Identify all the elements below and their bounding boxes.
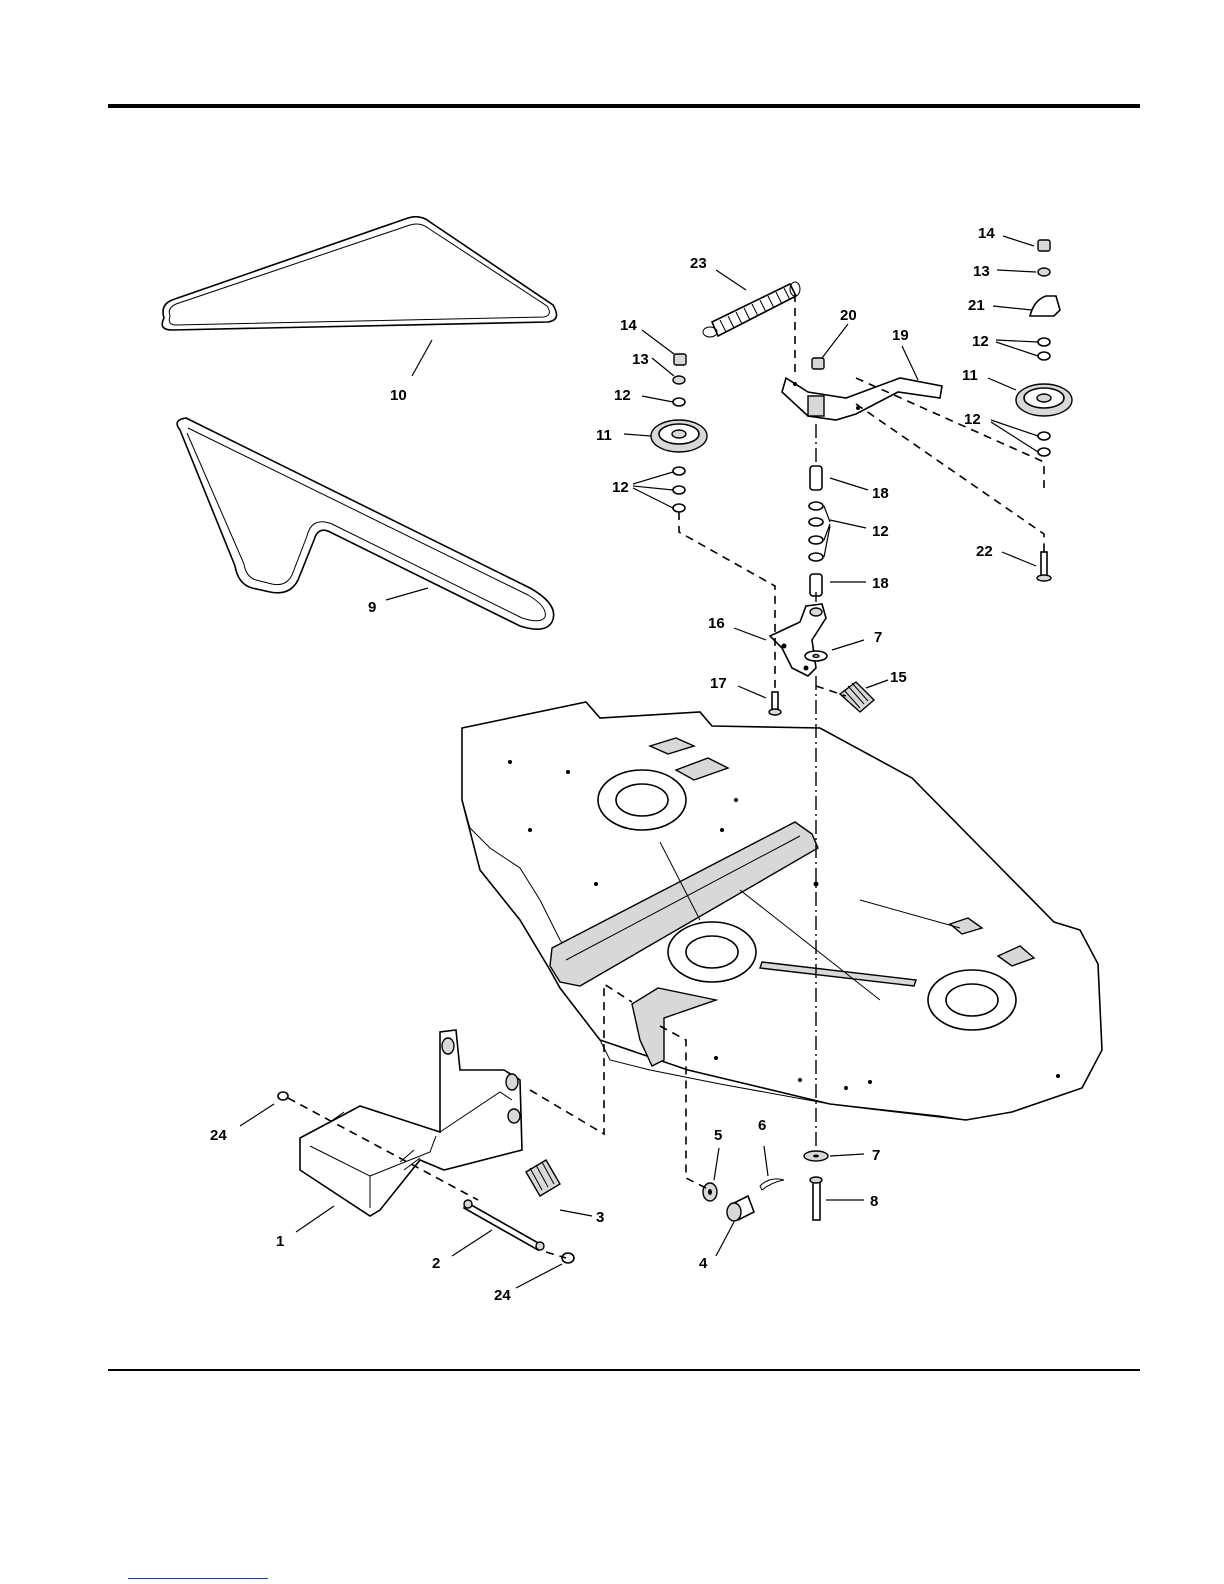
bolt-8: [810, 1177, 822, 1220]
callout-24-left: 24: [210, 1127, 227, 1144]
pin-4: [727, 1196, 754, 1221]
washer-7-upper: [805, 651, 827, 661]
callout-8: 8: [870, 1193, 878, 1210]
callout-20: 20: [840, 307, 857, 324]
spring-23: [703, 282, 800, 337]
callout-3: 3: [596, 1209, 604, 1226]
idler-arm-19: [782, 378, 942, 420]
belt-9: [177, 418, 554, 629]
rod-2: [464, 1200, 544, 1250]
callout-12-left-bottom: 12: [612, 479, 629, 496]
callout-10: 10: [390, 387, 407, 404]
right-idler-stack: [1016, 240, 1072, 456]
callout-15: 15: [890, 669, 907, 686]
nut-20: [812, 358, 824, 369]
callout-14-left: 14: [620, 317, 637, 334]
washer-5: [703, 1183, 717, 1201]
pin-22: [1037, 552, 1051, 581]
callout-2: 2: [432, 1255, 440, 1272]
callout-12-center: 12: [872, 523, 889, 540]
callout-12-left-top: 12: [614, 387, 631, 404]
bracket-16: [770, 604, 826, 676]
callout-9: 9: [368, 599, 376, 616]
spring-3: [526, 1160, 560, 1196]
callout-22: 22: [976, 543, 993, 560]
callout-14-right: 14: [978, 225, 995, 242]
callout-24-bottom: 24: [494, 1287, 511, 1304]
callout-13-left: 13: [632, 351, 649, 368]
callout-12-right-top: 12: [972, 333, 989, 350]
callout-1: 1: [276, 1233, 284, 1250]
callout-5: 5: [714, 1127, 722, 1144]
clip-6: [760, 1179, 784, 1190]
callout-6: 6: [758, 1117, 766, 1134]
callout-7-upper: 7: [874, 629, 882, 646]
callout-23: 23: [690, 255, 707, 272]
washer-7-lower: [804, 1151, 828, 1161]
callout-17: 17: [710, 675, 727, 692]
callout-7-lower: 7: [872, 1147, 880, 1164]
callout-18-lower: 18: [872, 575, 889, 592]
callout-11-left: 11: [596, 427, 612, 444]
callout-11-right: 11: [962, 367, 978, 384]
callout-21: 21: [968, 297, 985, 314]
mower-deck: [462, 702, 1102, 1120]
washer-24-upper: [278, 1092, 288, 1100]
hanger-bracket-1: [300, 1030, 522, 1216]
callout-12-right-bottom: 12: [964, 411, 981, 428]
callout-18-upper: 18: [872, 485, 889, 502]
callout-4: 4: [699, 1255, 708, 1272]
bolt-17: [769, 692, 781, 715]
callout-16: 16: [708, 615, 725, 632]
callout-19: 19: [892, 327, 909, 344]
belt-10: [162, 217, 556, 330]
center-stack: [809, 466, 823, 596]
callout-13-right: 13: [973, 263, 990, 280]
